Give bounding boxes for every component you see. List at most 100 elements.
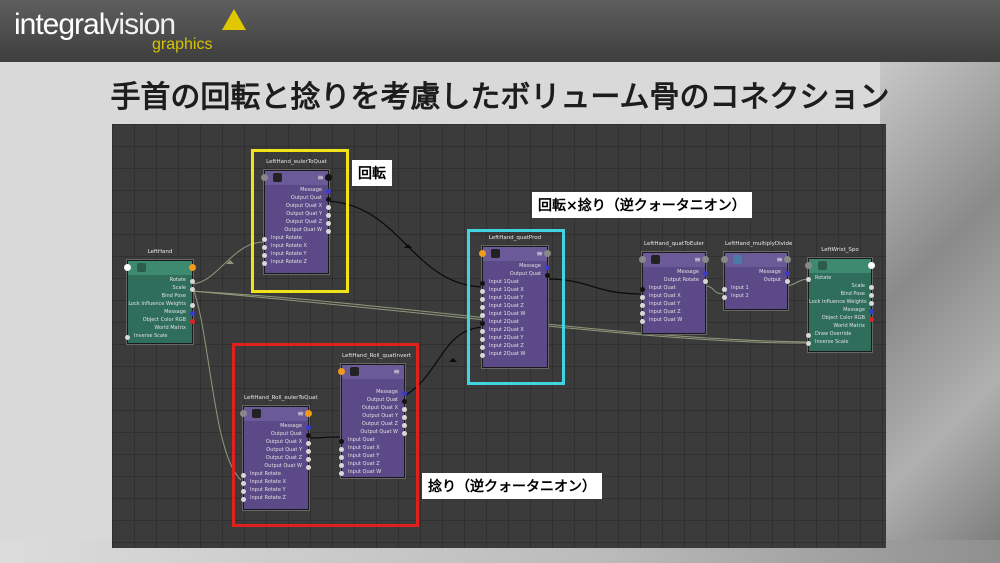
input-rotate-y[interactable]: Input Rotate Y — [262, 251, 328, 259]
output-quat-z[interactable]: Output Quat Z — [342, 421, 407, 429]
port-world-matrix[interactable]: World Matrix — [154, 325, 186, 331]
menu-icon[interactable]: ≡ — [393, 367, 400, 376]
port-world-matrix[interactable]: World Matrix — [833, 323, 865, 329]
node-editor-canvas[interactable]: LeftHand Rotate Scale Bind Pose Lock Inf… — [112, 124, 886, 548]
output-message[interactable]: Message — [483, 263, 550, 271]
output-message[interactable]: Message — [342, 389, 407, 397]
input-2quat-x[interactable]: Input 2Quat X — [480, 327, 547, 335]
input-2[interactable]: Input 2 — [722, 293, 787, 301]
input-2quat-z[interactable]: Input 2Quat Z — [480, 343, 547, 351]
output-quat-w[interactable]: Output Quat W — [265, 227, 331, 235]
input-rotate-y[interactable]: Input Rotate Y — [241, 487, 308, 495]
port-icon — [806, 341, 811, 346]
input-quat-y[interactable]: Input Quat Y — [339, 453, 404, 461]
port-icon — [640, 311, 645, 316]
menu-icon[interactable]: ≡ — [536, 249, 543, 258]
port-icon — [190, 303, 195, 308]
port-inverse-scale[interactable]: Inverse Scale — [125, 333, 192, 341]
input-rotate[interactable]: Input Rotate — [262, 235, 328, 243]
output-quat-w[interactable]: Output Quat W — [342, 429, 407, 437]
input-rotate-z[interactable]: Input Rotate Z — [241, 495, 308, 503]
output-quat-x[interactable]: Output Quat X — [244, 439, 311, 447]
output-quat[interactable]: Output Quat — [342, 397, 407, 405]
node-euler-to-quat[interactable]: LeftHand_eulerToQuat ≡ Message Output Qu… — [261, 159, 332, 274]
output-message[interactable]: Message — [725, 269, 790, 277]
input-1quat-z[interactable]: Input 1Quat Z — [480, 303, 547, 311]
port-scale[interactable]: Scale — [809, 283, 874, 291]
port-icon — [306, 433, 311, 438]
node-quat-prod[interactable]: LeftHand_quatProd ≡ Message Output Quat … — [479, 235, 551, 368]
port-bind-pose[interactable]: Bind Pose — [161, 293, 186, 299]
node-quat-to-euler[interactable]: LeftHand_quatToEuler ≡ Message Output Ro… — [639, 241, 709, 334]
input-rotate-x[interactable]: Input Rotate X — [262, 243, 328, 251]
output-message[interactable]: Message — [643, 269, 708, 277]
input-quat-z[interactable]: Input Quat Z — [339, 461, 404, 469]
menu-icon[interactable]: ≡ — [317, 173, 324, 182]
node-header: ≡ — [240, 407, 312, 421]
input-2quat-w[interactable]: Input 2Quat W — [480, 351, 547, 359]
node-roll-quat-invert[interactable]: LeftHand_Roll_quatInvert ≡ Message Outpu… — [338, 353, 411, 478]
input-rotate-z[interactable]: Input Rotate Z — [262, 259, 328, 267]
node-header — [805, 259, 875, 273]
input-quat-x[interactable]: Input Quat X — [640, 293, 705, 301]
output-quat-y[interactable]: Output Quat Y — [342, 413, 407, 421]
input-rotate-x[interactable]: Input Rotate X — [241, 479, 308, 487]
input-quat[interactable]: Input Quat — [640, 285, 705, 293]
port-message[interactable]: Message — [809, 307, 874, 315]
output-quat[interactable]: Output Quat — [483, 271, 550, 279]
port-rotate[interactable]: Rotate — [128, 277, 195, 285]
output-message[interactable]: Message — [265, 187, 331, 195]
input-quat-w[interactable]: Input Quat W — [339, 469, 404, 477]
input-rotate[interactable]: Input Rotate — [241, 471, 308, 479]
input-quat-z[interactable]: Input Quat Z — [640, 309, 705, 317]
output-rotate[interactable]: Output Rotate — [643, 277, 708, 285]
node-left-port-icon — [124, 264, 131, 271]
menu-icon[interactable]: ≡ — [776, 255, 783, 264]
node-multiply-divide[interactable]: LeftHand_multiplyDivide ≡ Message Output… — [721, 241, 792, 310]
wire-prod-to-euler — [544, 278, 644, 295]
node-lefthand[interactable]: LeftHand Rotate Scale Bind Pose Lock Inf… — [124, 249, 196, 344]
port-bind-pose[interactable]: Bind Pose — [809, 291, 874, 299]
wire-arrow-2 — [449, 358, 457, 362]
output-quat-z[interactable]: Output Quat Z — [265, 219, 331, 227]
port-object-color[interactable]: Object Color RGB — [128, 317, 195, 325]
output-quat[interactable]: Output Quat — [265, 195, 331, 203]
input-quat[interactable]: Input Quat — [339, 437, 404, 445]
output[interactable]: Output — [725, 277, 790, 285]
output-quat[interactable]: Output Quat — [244, 431, 311, 439]
input-1quat-y[interactable]: Input 1Quat Y — [480, 295, 547, 303]
node-roll-euler-to-quat[interactable]: LeftHand_Roll_eulerToQuat ≡ Message Outp… — [240, 395, 318, 510]
port-icon — [869, 293, 874, 298]
input-1[interactable]: Input 1 — [722, 285, 787, 293]
input-2quat-y[interactable]: Input 2Quat Y — [480, 335, 547, 343]
input-quat-x[interactable]: Input Quat X — [339, 445, 404, 453]
port-scale[interactable]: Scale — [128, 285, 195, 293]
output-quat-z[interactable]: Output Quat Z — [244, 455, 311, 463]
port-message[interactable]: Message — [128, 309, 195, 317]
node-leftwrist[interactable]: LeftWrist_Spo Rotate Scale Bind Pose Loc… — [805, 247, 875, 352]
port-icon — [480, 305, 485, 310]
output-quat-y[interactable]: Output Quat Y — [244, 447, 311, 455]
input-quat-y[interactable]: Input Quat Y — [640, 301, 705, 309]
port-rotate[interactable]: Rotate — [806, 275, 871, 283]
port-lock-influence[interactable]: Lock Influence Weights — [128, 301, 195, 309]
input-1quat-w[interactable]: Input 1Quat W — [480, 311, 547, 319]
output-quat-y[interactable]: Output Quat Y — [265, 211, 331, 219]
output-quat-w[interactable]: Output Quat W — [244, 463, 311, 471]
output-message[interactable]: Message — [244, 423, 311, 431]
port-object-color[interactable]: Object Color RGB — [809, 315, 874, 323]
output-quat-x[interactable]: Output Quat X — [342, 405, 407, 413]
input-1quat[interactable]: Input 1Quat — [480, 279, 547, 287]
port-inverse-scale[interactable]: Inverse Scale — [806, 339, 871, 347]
input-quat-w[interactable]: Input Quat W — [640, 317, 705, 325]
port-draw-override[interactable]: Draw Override — [806, 331, 871, 339]
menu-icon[interactable]: ≡ — [297, 409, 304, 418]
input-1quat-x[interactable]: Input 1Quat X — [480, 287, 547, 295]
node-header — [124, 261, 196, 275]
node-left-port-icon — [261, 174, 268, 181]
output-quat-x[interactable]: Output Quat X — [265, 203, 331, 211]
input-2quat[interactable]: Input 2Quat — [480, 319, 547, 327]
menu-icon[interactable]: ≡ — [694, 255, 701, 264]
highlight-rotation — [251, 149, 349, 293]
port-lock-influence[interactable]: Lock Influence Weights — [809, 299, 874, 307]
